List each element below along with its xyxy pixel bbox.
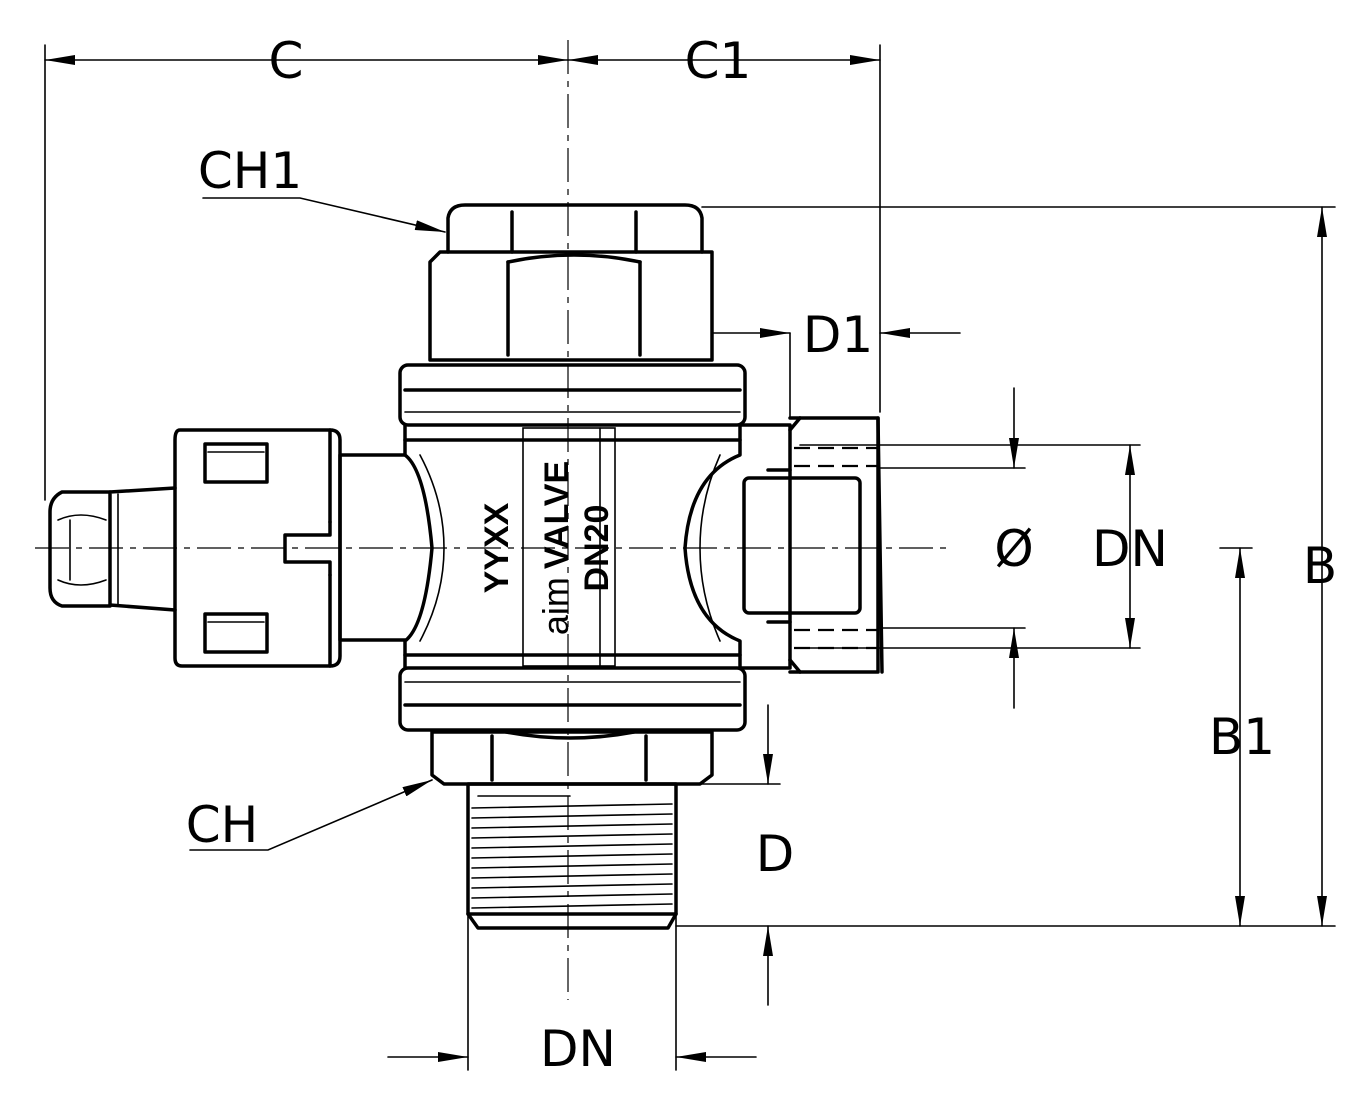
dimension-labels: C C1 CH1 D1 Ø DN B B1 CH D DN	[186, 32, 1337, 1078]
label-c1: C1	[685, 32, 752, 90]
label-b: B	[1303, 537, 1337, 595]
ch-leader	[189, 779, 433, 851]
label-dn-bottom: DN	[540, 1020, 616, 1078]
upper-collar	[398, 363, 747, 427]
label-ch: CH	[186, 796, 259, 854]
marking-line: aim VALVE	[535, 461, 576, 635]
left-actuator-connection	[48, 428, 407, 668]
right-outlet	[738, 416, 884, 674]
bottom-hex-nut	[430, 730, 714, 786]
dimension-lines	[44, 55, 1327, 1062]
label-d: D	[756, 825, 795, 883]
lower-collar	[398, 666, 747, 732]
leader-lines	[189, 197, 446, 851]
label-c: C	[269, 32, 304, 90]
center-lines	[35, 40, 950, 1000]
label-ch1: CH1	[198, 142, 302, 200]
marking-code: YYXX	[478, 502, 516, 593]
ch1-leader	[202, 197, 446, 233]
body-marking: YYXX aim VALVE DN20	[478, 461, 616, 635]
label-b1: B1	[1209, 708, 1275, 766]
marking-size: DN20	[578, 505, 616, 592]
marking-product: VALVE	[538, 461, 576, 569]
valve-body	[48, 203, 884, 930]
extension-lines	[44, 44, 1336, 1071]
label-diameter: Ø	[994, 520, 1033, 578]
bottom-thread	[466, 782, 678, 930]
label-d1: D1	[803, 306, 873, 364]
marking-brand: aim	[535, 577, 576, 635]
main-body	[403, 423, 742, 670]
label-dn-right: DN	[1092, 520, 1168, 578]
top-hex-nut	[428, 203, 714, 362]
